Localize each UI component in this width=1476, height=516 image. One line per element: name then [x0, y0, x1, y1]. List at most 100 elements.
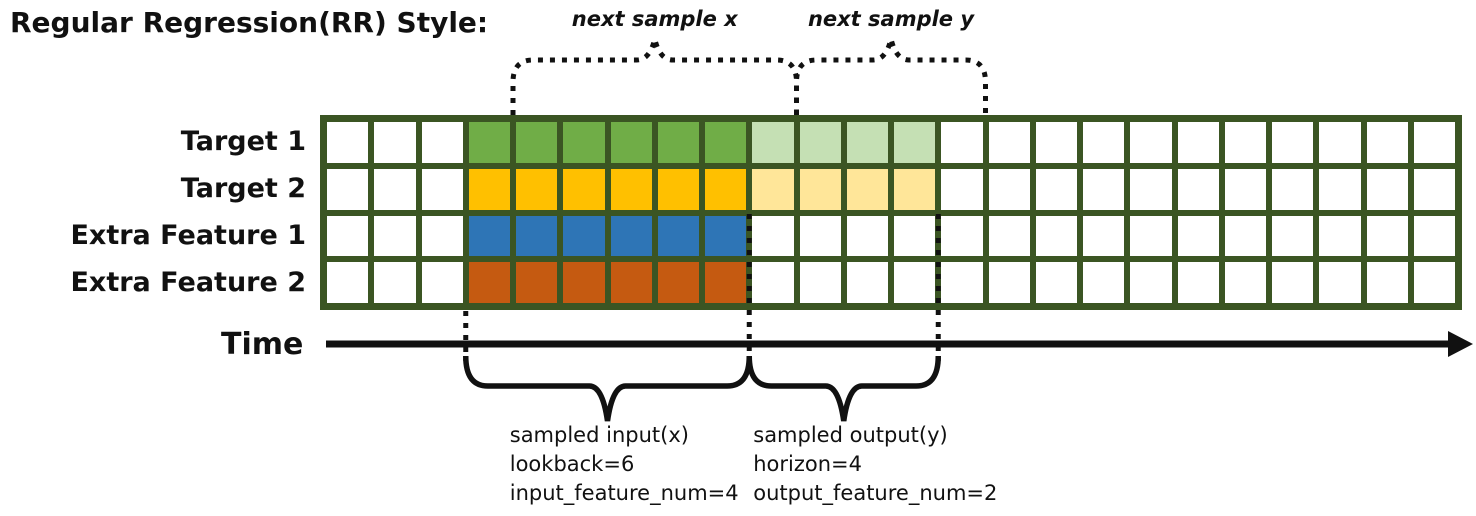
grid-cell: [657, 122, 699, 163]
grid-cell: [610, 215, 652, 257]
grid-cell: [1319, 262, 1361, 303]
grid-cell: [1413, 122, 1455, 163]
next-sample-x-brace: [510, 38, 799, 115]
grid-cell: [752, 262, 794, 303]
grid-cell: [894, 168, 936, 210]
horizon-value: horizon=4: [753, 452, 863, 476]
grid-cell: [1177, 168, 1219, 210]
grid-cell: [1130, 215, 1172, 257]
grid-cell: [1130, 262, 1172, 303]
grid-cell: [1035, 122, 1077, 163]
grid-cell: [1224, 262, 1266, 303]
grid-cell: [1177, 262, 1219, 303]
grid-cell: [1130, 122, 1172, 163]
grid-cell: [421, 122, 463, 163]
grid-cell: [1366, 122, 1408, 163]
grid-cell: [516, 262, 558, 303]
grid-cell: [1035, 262, 1077, 303]
grid-cell: [988, 262, 1030, 303]
next-sample-y-label: next sample y: [807, 7, 975, 31]
grid-cell: [799, 262, 841, 303]
grid-cell: [421, 215, 463, 257]
grid-cell: [1224, 215, 1266, 257]
grid-cell: [799, 122, 841, 163]
grid-cell: [1130, 168, 1172, 210]
grid-cell: [563, 262, 605, 303]
grid-cell: [1083, 262, 1125, 303]
grid-cell: [752, 215, 794, 257]
grid-cell: [1366, 262, 1408, 303]
grid-cell: [1366, 215, 1408, 257]
lookback-value: lookback=6: [509, 452, 635, 476]
grid-cell: [1224, 168, 1266, 210]
grid-cell: [563, 215, 605, 257]
row-label: Extra Feature 1: [70, 219, 306, 251]
grid-cell: [1272, 262, 1314, 303]
grid-cell: [327, 168, 369, 210]
grid-cell: [1319, 168, 1361, 210]
grid-cell: [799, 215, 841, 257]
grid-cell: [657, 168, 699, 210]
next-sample-x-label: next sample x: [571, 7, 738, 31]
grid-cell: [374, 215, 416, 257]
grid-cell: [799, 168, 841, 210]
grid-cell: [846, 168, 888, 210]
sampled-output-brace: [746, 355, 941, 422]
grid-cell: [516, 215, 558, 257]
grid-cell: [988, 122, 1030, 163]
grid-cell: [563, 168, 605, 210]
grid-cell: [1035, 215, 1077, 257]
grid-cell: [610, 122, 652, 163]
grid-cell: [1083, 215, 1125, 257]
grid-cell: [327, 262, 369, 303]
row-label: Target 2: [180, 173, 306, 205]
grid-cell: [752, 168, 794, 210]
grid-cell: [468, 122, 510, 163]
grid-cell: [846, 215, 888, 257]
grid-cell: [374, 262, 416, 303]
grid-cell: [657, 215, 699, 257]
sampled-input-note: sampled input(x) lookback=6 input_featur…: [510, 421, 739, 508]
sample-grid: [320, 115, 1462, 310]
grid-cell: [657, 262, 699, 303]
grid-cell: [894, 122, 936, 163]
grid-cell: [752, 122, 794, 163]
grid-cell: [705, 168, 747, 210]
row-label: Target 1: [180, 126, 306, 158]
grid-cell: [894, 262, 936, 303]
sampled-input-title: sampled input(x): [509, 423, 689, 447]
grid-cell: [1319, 122, 1361, 163]
grid-cell: [1177, 122, 1219, 163]
grid-cell: [941, 262, 983, 303]
grid-cell: [1413, 168, 1455, 210]
grid-cell: [1035, 168, 1077, 210]
grid-cell: [421, 168, 463, 210]
grid-cell: [516, 122, 558, 163]
grid-cell: [1413, 262, 1455, 303]
grid-cell: [1413, 215, 1455, 257]
grid-cell: [705, 215, 747, 257]
grid-cell: [1272, 122, 1314, 163]
grid-cell: [705, 122, 747, 163]
grid-cell: [1272, 168, 1314, 210]
grid-cell: [610, 262, 652, 303]
grid-cell: [1083, 122, 1125, 163]
grid-cell: [516, 168, 558, 210]
sampled-input-brace: [463, 355, 752, 422]
grid-cell: [846, 122, 888, 163]
grid-cell: [1083, 168, 1125, 210]
time-axis-arrowhead: [1448, 331, 1473, 357]
grid-cell: [327, 215, 369, 257]
grid-cell: [1366, 168, 1408, 210]
time-axis-label: Time: [221, 327, 304, 362]
grid-cell: [563, 122, 605, 163]
grid-cell: [468, 168, 510, 210]
grid-cell: [705, 262, 747, 303]
grid-cell: [894, 215, 936, 257]
grid-cell: [421, 262, 463, 303]
grid-cell: [1319, 215, 1361, 257]
grid-cell: [468, 215, 510, 257]
next-sample-y-brace: [794, 38, 988, 115]
grid-cell: [846, 262, 888, 303]
